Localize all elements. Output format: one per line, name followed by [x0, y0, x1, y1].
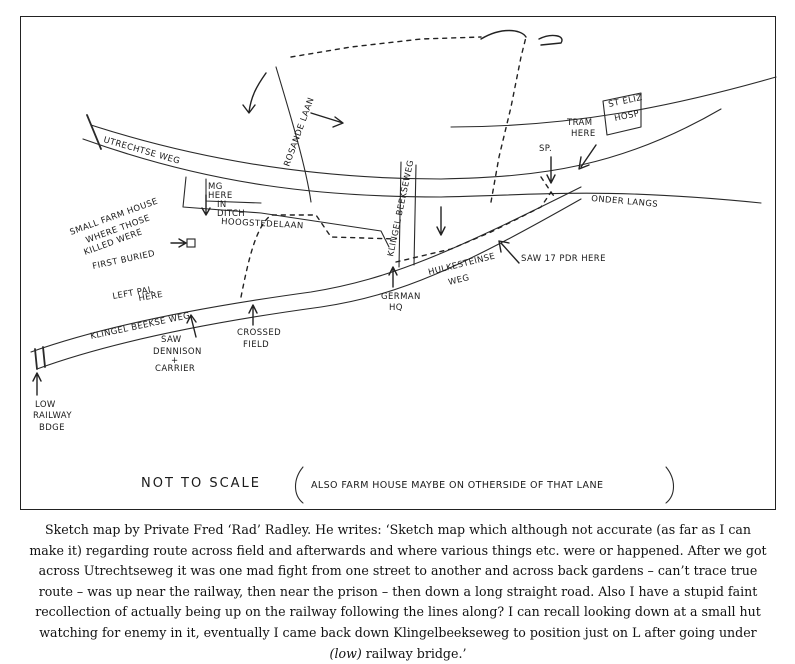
label-not-to-scale: NOT TO SCALE [141, 476, 261, 491]
label-also-note: ALSO FARM HOUSE MAYBE ON OTHERSIDE OF TH… [311, 480, 603, 491]
road-utrechtseweg-lower [82, 138, 762, 204]
label-st-eliz-1: ST ELIZ [608, 93, 644, 110]
label-hoogstedelaan: HOOGSTEDELAAN [221, 217, 304, 231]
arrow-left-down [242, 72, 267, 114]
paren-left [294, 466, 304, 504]
railway-crossing-left [86, 114, 102, 150]
sketch-map: UTRECHTSE WEG ROSANDE LAAN KLINGEL BEEKS… [20, 16, 777, 510]
farmhouse-square [186, 238, 196, 248]
label-tram-2: HERE [571, 129, 596, 139]
caption-tail: railway bridge.’ [361, 645, 467, 661]
arrow-tram [578, 144, 597, 170]
arrow-mg-down [201, 194, 211, 216]
road-klingel-beeksewe-vertical-2 [413, 164, 417, 266]
sketch-map-drawing: UTRECHTSE WEG ROSANDE LAAN KLINGEL BEEKS… [30, 29, 777, 504]
route-return [540, 176, 557, 200]
label-german-1: GERMAN [381, 292, 421, 302]
road-rosande-laan [275, 66, 312, 203]
label-low-3: BDGE [39, 423, 65, 433]
label-sp: SP. [539, 144, 552, 154]
low-railway-bridge [34, 346, 46, 370]
route-top [290, 36, 482, 58]
road-klingelbeekseweg-upper [30, 186, 582, 353]
arrow-german-hq-up [388, 266, 398, 288]
road-klingelbeekseweg-lower [36, 198, 582, 370]
arrow-top-loop [480, 29, 563, 46]
label-saw-dennison-3: + [171, 356, 179, 366]
arrow-rosande-down [436, 206, 446, 236]
route-crossed-field [240, 214, 397, 298]
arrow-saw-17pdr [498, 240, 520, 264]
label-mg-2: HERE [208, 191, 233, 201]
arrow-low-bridge-up [32, 372, 42, 396]
label-low-1: LOW [35, 400, 56, 410]
route-to-german-hq [395, 191, 552, 263]
road-klingel-beeksewe-vertical [398, 161, 402, 268]
label-crossed-2: FIELD [243, 340, 269, 350]
label-saw-dennison-1: SAW [161, 335, 182, 345]
paren-right [665, 466, 675, 504]
label-mg-1: MG [208, 182, 223, 192]
label-mg-3: IN [217, 200, 227, 210]
route-north [490, 36, 527, 203]
label-low-2: RAILWAY [33, 411, 72, 421]
label-mg-4: DITCH [217, 209, 245, 219]
label-saw-17pdr: SAW 17 PDR HERE [521, 254, 606, 264]
label-onder-langs: ONDER LANGS [591, 194, 659, 210]
arrow-farmhouse [170, 238, 187, 248]
caption-italic: (low) [329, 645, 362, 661]
arrow-sp [546, 156, 556, 184]
label-farmhouse-4: FIRST BURIED [92, 249, 157, 272]
road-utrechtseweg-upper [90, 108, 722, 180]
label-crossed-1: CROSSED [237, 328, 281, 338]
road-top-right [450, 76, 777, 128]
label-german-2: HQ [389, 303, 403, 313]
arrow-saw-dennison-up [186, 314, 197, 338]
label-tram-1: TRAM [566, 118, 593, 128]
map-caption: Sketch map by Private Fred ‘Rad’ Radley.… [26, 520, 770, 664]
arrow-crossed-field-up [248, 304, 258, 326]
label-left-pal-2: HERE [138, 290, 164, 304]
label-saw-dennison-4: CARRIER [155, 364, 195, 374]
road-hoogstedelaan [182, 176, 390, 248]
arrow-right [310, 112, 344, 128]
st-eliz-hospital-outline [602, 92, 642, 136]
label-st-eliz-2: HOSP [614, 109, 641, 124]
label-hulkesteinse-2: WEG [447, 273, 470, 288]
label-saw-dennison-2: DENNISON [153, 347, 202, 357]
caption-text: Sketch map by Private Fred ‘Rad’ Radley.… [29, 522, 767, 640]
